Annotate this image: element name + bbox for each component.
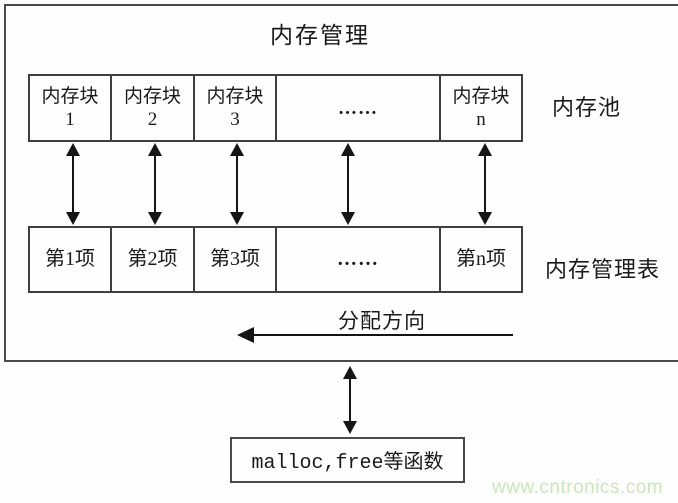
cell-text: …… [338,97,378,119]
cell-text: 第3项 [210,248,260,270]
double-arrow-icon [343,366,357,434]
cell-text: 内存块 [123,86,181,107]
allocation-arrow-shaft [250,334,513,336]
arrow-shaft [154,154,156,214]
cell-text: 内存块 [206,86,264,107]
memory-pool-label: 内存池 [552,95,622,120]
management-table-label: 内存管理表 [545,257,661,282]
double-arrow-icon [478,143,492,225]
memory-management-frame [4,4,678,362]
table-entry-cell-ellipsis: …… [275,226,441,293]
cell-text: 2 [147,109,158,130]
watermark-text: www.cntronics.com [492,477,664,498]
memory-block-cell-ellipsis: …… [275,74,441,142]
cell-text: 3 [230,109,240,130]
cell-text: …… [337,248,379,270]
allocation-direction-label: 分配方向 [338,309,426,333]
cell-text: n [476,109,486,130]
function-box-text: malloc,free等函数 [251,452,444,475]
left-arrow-icon [237,327,254,343]
arrow-shaft [349,377,351,423]
memory-block-cell-1: 内存块 1 [28,74,112,142]
management-table-row: 第1项 第2项 第3项 …… 第n项 [28,226,523,293]
table-entry-cell-3: 第3项 [193,226,277,293]
double-arrow-icon [148,143,162,225]
memory-block-cell-3: 内存块 3 [193,74,277,142]
arrow-shaft [236,154,238,214]
diagram-title: 内存管理 [270,23,370,48]
double-arrow-icon [341,143,355,225]
cell-text: 内存块 [41,86,99,107]
memory-pool-row: 内存块 1 内存块 2 内存块 3 …… 内存块 n [28,74,523,142]
table-entry-cell-2: 第2项 [110,226,195,293]
arrow-shaft [484,154,486,214]
cell-text: 第n项 [456,248,506,270]
double-arrow-icon [230,143,244,225]
arrow-shaft [72,154,74,214]
table-entry-cell-n: 第n项 [439,226,523,293]
memory-block-cell-2: 内存块 2 [110,74,195,142]
table-entry-cell-1: 第1项 [28,226,112,293]
cell-text: 第2项 [127,248,178,270]
cell-text: 内存块 [452,86,510,107]
memory-block-cell-n: 内存块 n [439,74,523,142]
cell-text: 1 [65,109,75,130]
cell-text: 第1项 [45,248,95,270]
double-arrow-icon [66,143,80,225]
arrow-shaft [347,154,349,214]
function-box: malloc,free等函数 [230,437,465,483]
